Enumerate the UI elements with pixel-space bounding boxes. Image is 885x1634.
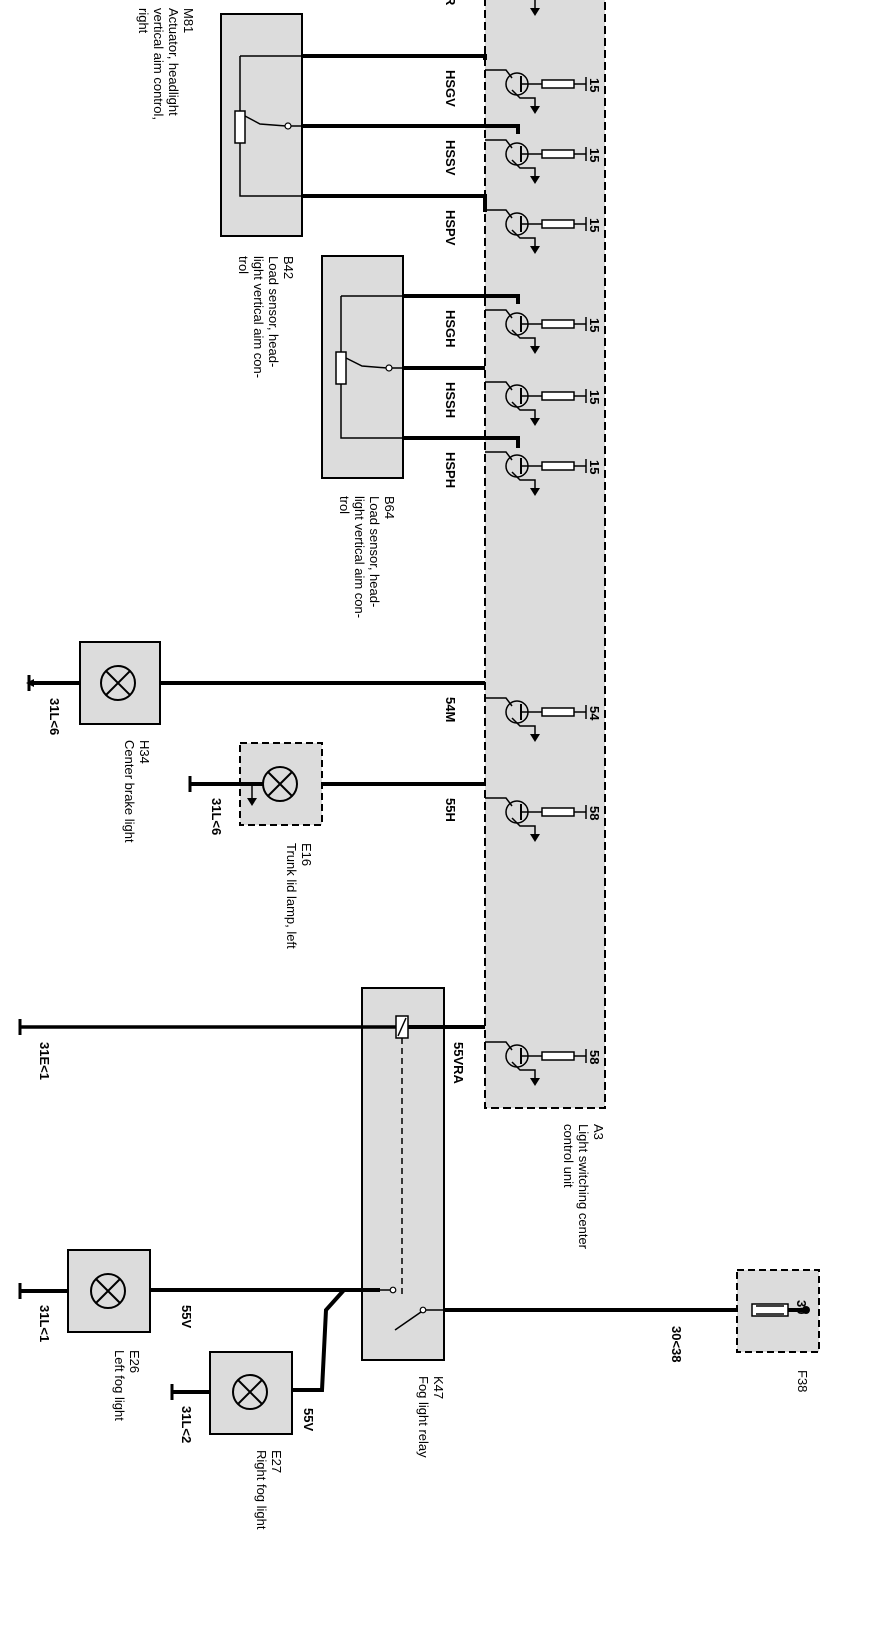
b64-desc-2: light vertical aim con- [352, 496, 367, 618]
wire-label-hsgh: HSGH [443, 310, 458, 348]
ecu-pin-label: 15 [587, 460, 602, 474]
ecu-pin-label: 15 [587, 318, 602, 332]
wire-label-30: 30<38 [669, 1326, 684, 1363]
wire-label-55v-right: 55V [301, 1408, 316, 1431]
wire-label-hssh: HSSH [443, 382, 458, 418]
transistor-stage: 58 [485, 1041, 602, 1086]
h34-desc-1: Center brake light [122, 740, 137, 843]
ecu-pin-label: 15 [587, 78, 602, 92]
e16-id: E16 [299, 843, 314, 866]
a3-label: A3 Light switching center control unit [561, 1124, 606, 1250]
ecu-pin-label: 15 [587, 390, 602, 404]
transistor-stage: 58 [485, 797, 602, 842]
transistor-stage: 15 [485, 451, 602, 496]
ecu-pin-label: 58 [587, 806, 602, 820]
wire-label-hssv: HSSV [443, 140, 458, 176]
e26-desc-1: Left fog light [112, 1350, 127, 1421]
ground-labels: 31L<6 31L<6 31E<1 31L<1 31L<2 [37, 698, 224, 1443]
wire-label-r: R [443, 0, 458, 6]
a3-desc-1: Light switching center [576, 1124, 591, 1250]
m81-id: M81 [181, 8, 196, 33]
b64-id: B64 [382, 496, 397, 519]
ecu-pin-label: 58 [587, 1050, 602, 1064]
k47-desc-1: Fog light relay [416, 1376, 431, 1458]
b42-desc-1: Load sensor, head- [266, 256, 281, 367]
fuse-pin-label: 30 [794, 1300, 809, 1314]
k47-fog-light-relay-box [361, 987, 445, 1361]
b64-desc-1: Load sensor, head- [367, 496, 382, 607]
e16-desc-1: Trunk lid lamp, left [284, 843, 299, 949]
h34-center-brake-light-box [79, 641, 161, 725]
a3-output-stages: 15 15 15 15 15 15 54 58 58 [485, 69, 602, 1086]
transistor-stage: 15 [485, 309, 602, 354]
h34-label: H34 Center brake light [122, 740, 152, 843]
wire-label-hsph: HSPH [443, 452, 458, 488]
ground-label-e27: 31L<2 [179, 1406, 194, 1443]
e27-label: E27 Right fog light [254, 1450, 284, 1530]
e26-label: E26 Left fog light [112, 1350, 142, 1421]
wire-label-55h: 55H [443, 798, 458, 822]
ground-label-e16: 31L<6 [209, 798, 224, 835]
transistor-stage: 15 [485, 69, 602, 114]
h34-id: H34 [137, 740, 152, 764]
ground-label-k47: 31E<1 [37, 1042, 52, 1080]
e27-id: E27 [269, 1450, 284, 1473]
a3-id: A3 [591, 1124, 606, 1140]
a3-control-unit-box [484, 0, 606, 1109]
wire-code-labels: R HSGV HSSV HSPV HSGH HSSH HSPH 54M 55H … [179, 0, 684, 1431]
wire-label-55v-left: 55V [179, 1305, 194, 1328]
wire-label-55vra: 55VRA [451, 1042, 466, 1085]
transistor-stage: 15 [485, 209, 602, 254]
wire-label-hspv: HSPV [443, 210, 458, 246]
m81-desc-3: right [136, 8, 151, 34]
ecu-pin-label: 54 [587, 706, 602, 721]
ecu-pin-label: 15 [587, 218, 602, 232]
m81-label: M81 Actuator, headlight vertical aim con… [136, 8, 196, 120]
m81-desc-2: vertical aim control, [151, 8, 166, 120]
b42-label: B42 Load sensor, head- light vertical ai… [236, 256, 296, 378]
ground-label-h34: 31L<6 [47, 698, 62, 735]
b42-id: B42 [281, 256, 296, 279]
b42-desc-3: trol [236, 256, 251, 274]
e16-label: E16 Trunk lid lamp, left [284, 843, 314, 949]
k47-label: K47 Fog light relay [416, 1376, 446, 1458]
e26-id: E26 [127, 1350, 142, 1373]
b64-label: B64 Load sensor, head- light vertical ai… [337, 496, 397, 618]
f38-label: F38 [795, 1370, 810, 1392]
b64-desc-3: trol [337, 496, 352, 514]
f38-id: F38 [795, 1370, 810, 1392]
m81-desc-1: Actuator, headlight [166, 8, 181, 116]
ecu-pin-label: 15 [587, 148, 602, 162]
k47-id: K47 [431, 1376, 446, 1399]
b42-desc-2: light vertical aim con- [251, 256, 266, 378]
transistor-stage: 15 [485, 381, 602, 426]
e27-desc-1: Right fog light [254, 1450, 269, 1530]
ground-label-e26: 31L<1 [37, 1305, 52, 1342]
a3-desc-2: control unit [561, 1124, 576, 1188]
wire-label-hsgv: HSGV [443, 70, 458, 107]
transistor-stage: 15 [485, 139, 602, 184]
wire-label-54m: 54M [443, 697, 458, 722]
transistor-stage: 54 [485, 697, 602, 742]
